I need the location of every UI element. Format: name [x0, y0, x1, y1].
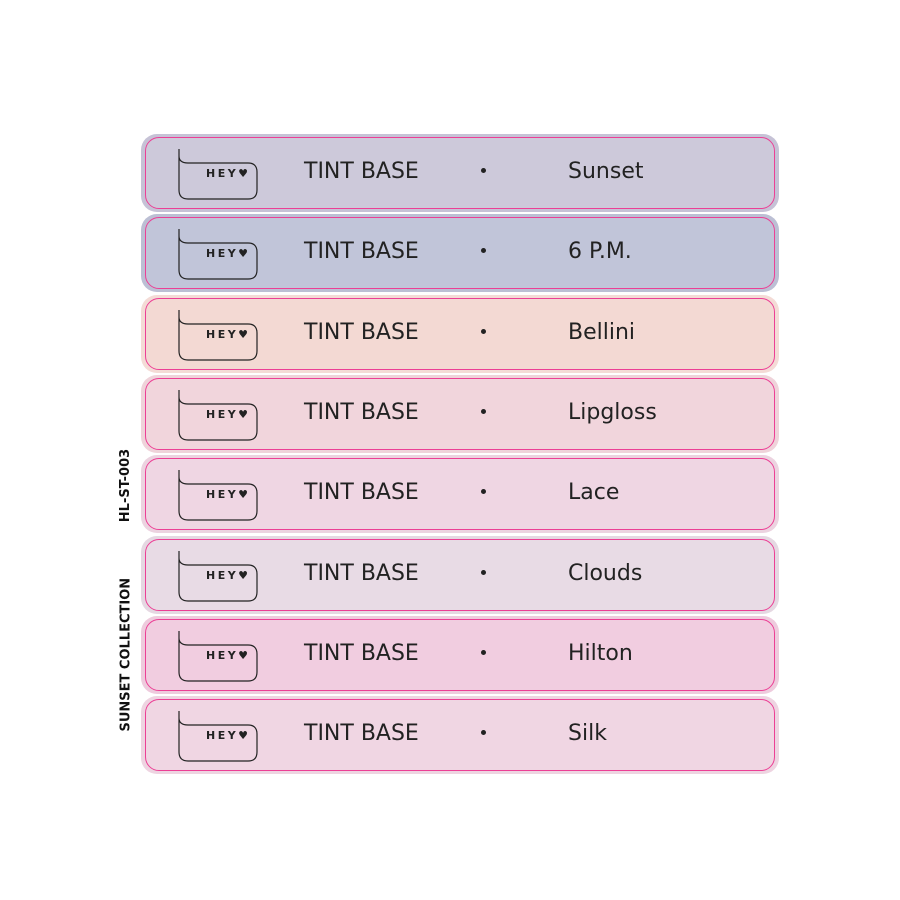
swatch-card: HEY♥ TINT BASE Sunset: [145, 137, 775, 209]
product-code-label: HL-ST-003: [118, 448, 133, 523]
shade-name: 6 P.M.: [568, 239, 632, 265]
separator-dot: [481, 730, 486, 736]
hey-logo-bubble-icon: [178, 630, 258, 682]
separator-dot: [481, 408, 486, 414]
shade-name: Hilton: [568, 640, 633, 666]
swatch-row: HEY♥ TINT BASE Sunset: [141, 134, 779, 212]
hey-logo-text: HEY♥: [206, 488, 251, 502]
shade-name: Bellini: [568, 319, 636, 345]
hey-logo-bubble-icon: [178, 149, 258, 200]
swatch-card: HEY♥ TINT BASE Lipgloss: [145, 377, 775, 450]
hey-logo-bubble-icon: [178, 711, 258, 762]
hey-logo-text: HEY♥: [206, 247, 251, 261]
product-type: TINT BASE: [304, 560, 419, 586]
product-type: TINT BASE: [304, 399, 419, 425]
swatch-card: HEY♥ TINT BASE Lace: [145, 458, 775, 531]
hey-logo-bubble-icon: [178, 470, 258, 521]
product-type: TINT BASE: [304, 640, 419, 666]
product-type: TINT BASE: [304, 239, 419, 265]
hey-logo-bubble-icon: [178, 229, 258, 280]
hey-logo-text: HEY♥: [206, 648, 251, 662]
swatch-row: HEY♥ TINT BASE 6 P.M.: [141, 214, 779, 293]
collection-label: SUNSET COLLECTION: [118, 577, 134, 732]
hey-logo-bubble-icon: [178, 550, 258, 602]
hey-logo-text: HEY♥: [206, 407, 251, 421]
shade-name: Silk: [568, 721, 607, 747]
hey-logo-bubble-icon: [178, 309, 258, 361]
separator-dot: [481, 248, 486, 254]
swatch-card: HEY♥ TINT BASE Clouds: [145, 538, 775, 611]
shade-name: Sunset: [568, 159, 644, 184]
product-type: TINT BASE: [304, 721, 419, 747]
swatch-row: HEY♥ TINT BASE Hilton: [141, 615, 779, 694]
product-type: TINT BASE: [304, 480, 419, 506]
hey-logo-text: HEY♥: [206, 729, 251, 743]
swatch-row: HEY♥ TINT BASE Silk: [141, 696, 779, 775]
swatch-row: HEY♥ TINT BASE Bellini: [141, 294, 779, 373]
swatch-row: HEY♥ TINT BASE Lipgloss: [141, 374, 779, 453]
hey-logo-text: HEY♥: [206, 568, 251, 582]
shade-name: Lipgloss: [568, 399, 657, 425]
separator-dot: [481, 168, 486, 173]
swatch-card: HEY♥ TINT BASE Silk: [145, 699, 775, 772]
swatch-card: HEY♥ TINT BASE Bellini: [145, 297, 775, 370]
separator-dot: [481, 489, 486, 495]
hey-logo-bubble-icon: [178, 389, 258, 441]
shade-name: Lace: [568, 480, 620, 506]
swatch-card: HEY♥ TINT BASE 6 P.M.: [145, 217, 775, 290]
product-type: TINT BASE: [304, 159, 419, 184]
shade-name: Clouds: [568, 560, 643, 586]
separator-dot: [481, 328, 486, 334]
separator-dot: [481, 649, 486, 655]
swatch-row: HEY♥ TINT BASE Lace: [141, 455, 779, 534]
hey-logo-text: HEY♥: [206, 327, 251, 341]
separator-dot: [481, 569, 486, 575]
swatch-row: HEY♥ TINT BASE Clouds: [141, 535, 779, 614]
hey-logo-text: HEY♥: [206, 167, 251, 180]
product-type: TINT BASE: [304, 319, 419, 345]
swatch-card: HEY♥ TINT BASE Hilton: [145, 618, 775, 691]
